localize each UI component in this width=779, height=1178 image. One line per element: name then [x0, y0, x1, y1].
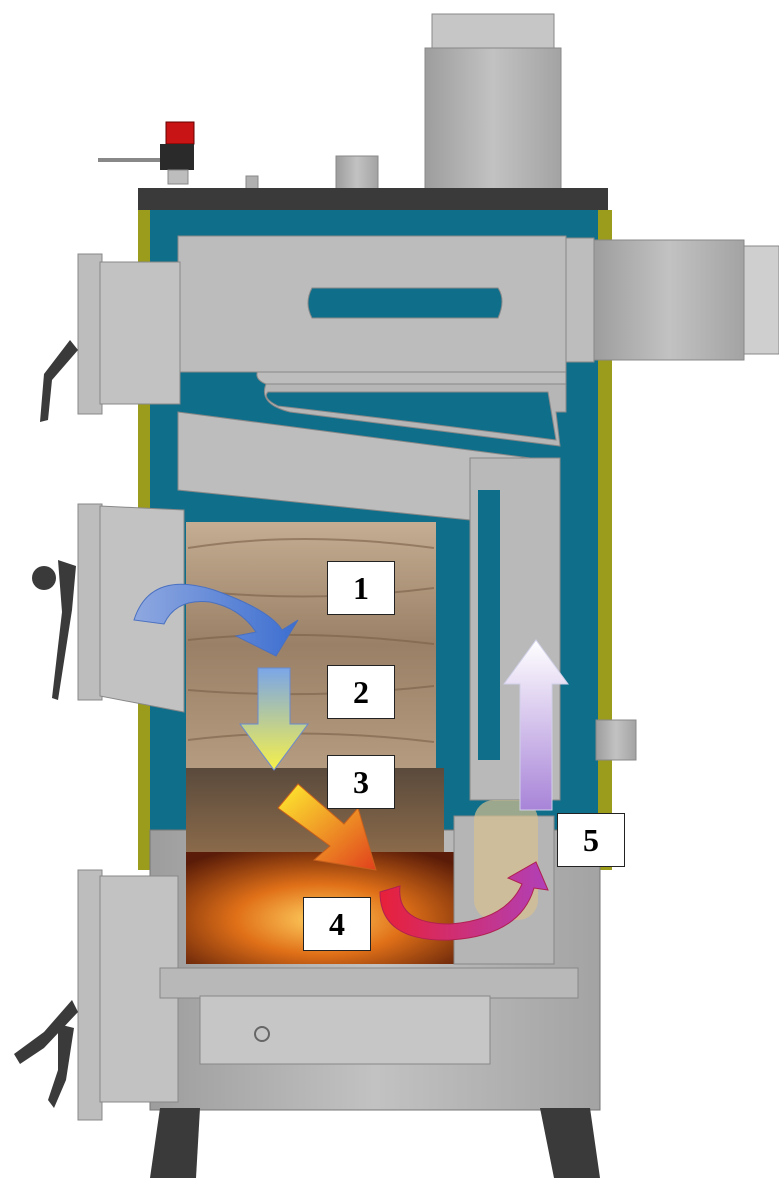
upper-door	[78, 254, 180, 414]
safety-valve-icon	[98, 122, 194, 184]
leg-right	[540, 1108, 600, 1178]
door-handle-icon	[40, 340, 78, 422]
leg-left	[150, 1108, 200, 1178]
flue-channel-water	[478, 490, 500, 760]
stage-label-4: 4	[303, 897, 371, 951]
return-nozzle	[596, 720, 636, 760]
wood-fuel-zone	[186, 522, 436, 768]
stage-label-1: 1	[327, 561, 395, 615]
stage-label-3: 3	[327, 755, 395, 809]
side-flue-outlet	[566, 238, 779, 362]
stage-label-2: 2	[327, 665, 395, 719]
door-handle-icon	[32, 560, 76, 700]
stage-label-5: 5	[557, 813, 625, 867]
